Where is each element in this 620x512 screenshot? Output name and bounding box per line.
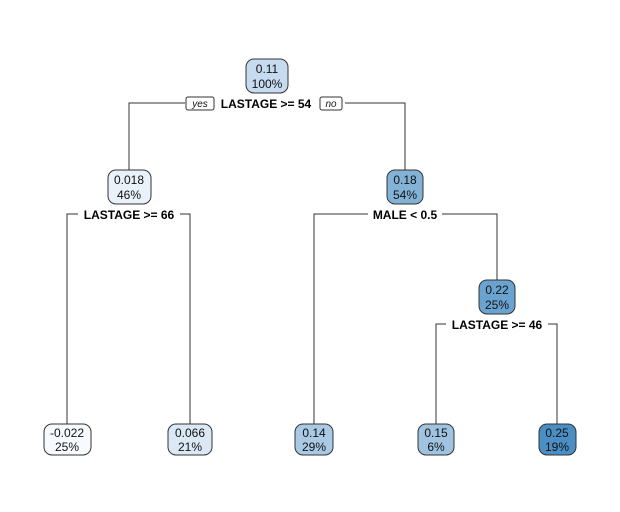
edge-root-right — [345, 102, 406, 170]
split-label-n7: LASTAGE >= 46 — [452, 318, 543, 332]
edge-n2-left — [66, 213, 78, 424]
node-percent: 46% — [117, 188, 141, 202]
node-value: 0.14 — [302, 426, 326, 440]
tree-edges — [66, 102, 558, 424]
leaf-node-4: 0.15 6% — [417, 423, 455, 456]
node-value: 0.22 — [485, 283, 509, 297]
node-percent: 6% — [427, 440, 445, 454]
leaf-node-2: 0.066 21% — [167, 423, 213, 456]
node-percent: 21% — [178, 440, 202, 454]
node-percent: 29% — [302, 440, 326, 454]
node-value: 0.18 — [393, 173, 417, 187]
split-label-n2: LASTAGE >= 66 — [84, 208, 175, 222]
leaf-node-1: -0.022 25% — [43, 423, 92, 456]
leaf-node-5: 0.25 19% — [538, 423, 577, 456]
node-percent: 54% — [393, 188, 417, 202]
edge-n7-left — [435, 323, 446, 424]
node-percent: 25% — [55, 440, 79, 454]
node-value: 0.018 — [114, 173, 144, 187]
node-value: 0.066 — [175, 426, 205, 440]
yes-tag: yes — [185, 96, 215, 111]
node-n3: 0.18 54% — [386, 169, 424, 205]
yes-label: yes — [191, 99, 208, 110]
node-value: -0.022 — [50, 426, 84, 440]
edge-n2-right — [180, 213, 191, 424]
no-label: no — [325, 99, 337, 110]
node-root: 0.11 100% — [245, 58, 289, 94]
split-label-n3: MALE < 0.5 — [373, 208, 438, 222]
leaf-node-3: 0.14 29% — [294, 423, 334, 456]
split-label-root: LASTAGE >= 54 — [221, 97, 312, 111]
node-percent: 19% — [545, 440, 569, 454]
node-value: 0.11 — [256, 62, 279, 76]
node-value: 0.25 — [545, 426, 569, 440]
edge-n3-right — [442, 213, 498, 280]
node-percent: 100% — [252, 77, 283, 91]
no-tag: no — [319, 96, 343, 111]
node-value: 0.15 — [424, 426, 448, 440]
node-percent: 25% — [485, 298, 509, 312]
edge-n3-left — [313, 213, 368, 424]
node-n7: 0.22 25% — [478, 279, 516, 315]
edge-n7-right — [548, 323, 558, 424]
node-n2: 0.018 46% — [107, 169, 152, 205]
edge-root-left — [128, 102, 185, 170]
